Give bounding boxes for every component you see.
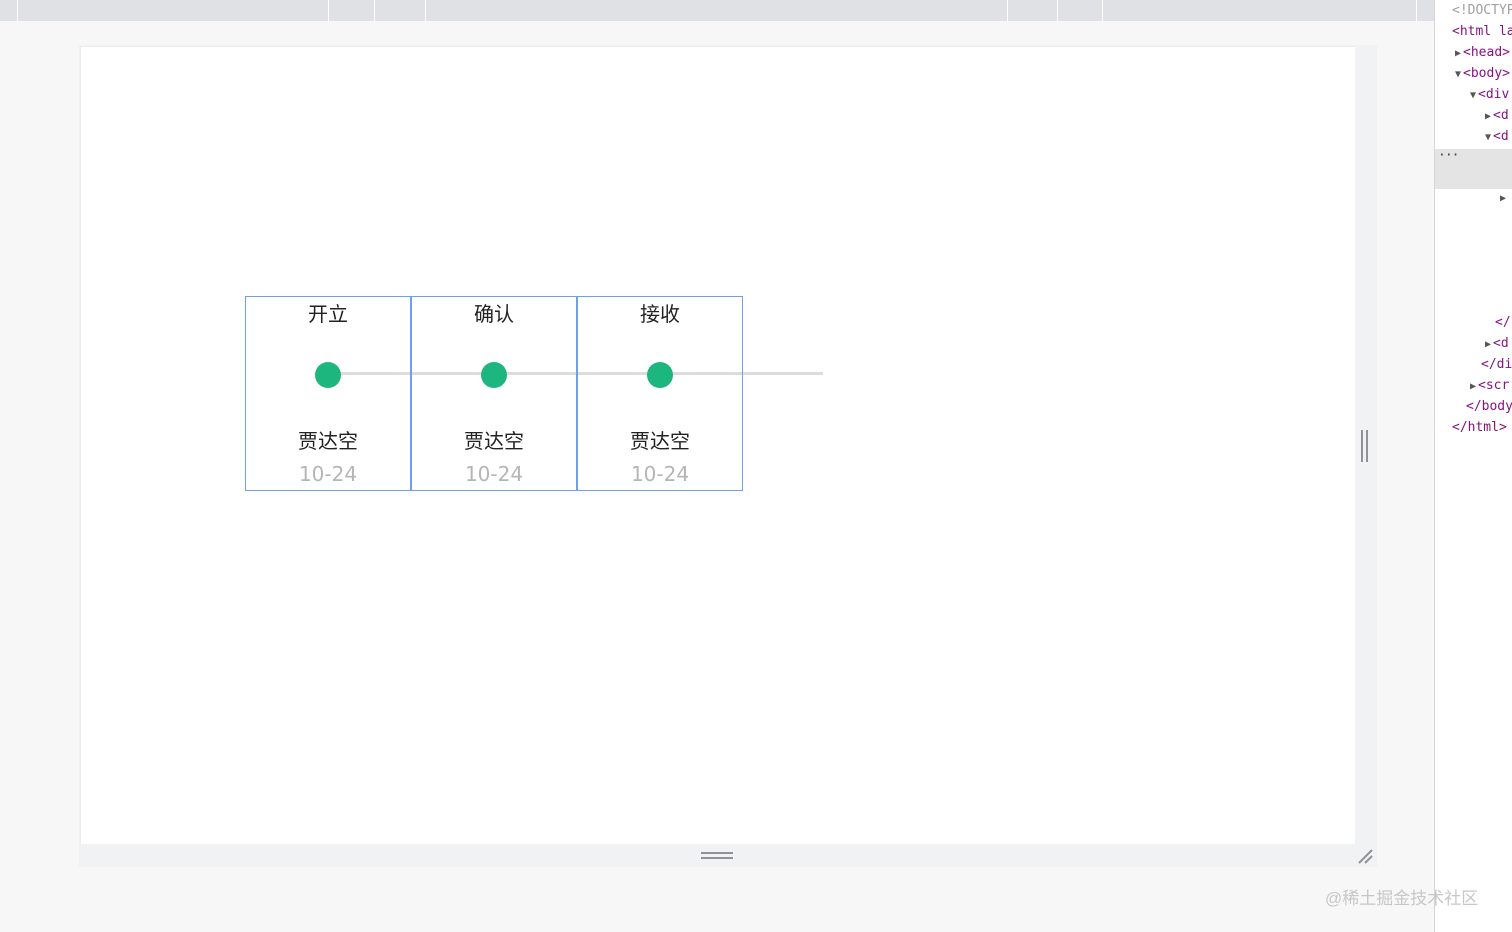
dom-node[interactable]: ▼<div <box>1470 86 1509 105</box>
toolbar-divider <box>1057 0 1058 21</box>
step-dot-icon <box>647 362 673 388</box>
step-date: 10-24 <box>464 462 524 486</box>
dom-node-label: </di <box>1481 357 1512 372</box>
timeline-step: 开立 贾达空 10-24 <box>245 296 411 491</box>
dom-node-label: <scr <box>1478 378 1510 393</box>
viewport-width-resize-handle[interactable] <box>1361 430 1369 462</box>
dom-node[interactable]: ▶ <box>1500 189 1508 208</box>
dom-node-fragment: | <box>1509 174 1512 188</box>
dom-node-fragment: | <box>1509 158 1512 172</box>
more-actions-icon[interactable]: ··· <box>1438 148 1460 163</box>
selected-node-highlight <box>1435 149 1512 189</box>
expand-arrow-icon[interactable]: ▶ <box>1485 339 1492 350</box>
timeline-step: 接收 贾达空 10-24 <box>577 296 743 491</box>
collapse-arrow-icon[interactable]: ▼ <box>1455 69 1462 80</box>
dom-node-label: <div <box>1478 87 1510 102</box>
dom-node-label: </ <box>1495 315 1511 330</box>
dom-node-label: <body> <box>1463 66 1510 81</box>
step-date: 10-24 <box>298 462 358 486</box>
dom-node-label: </html> <box>1452 420 1507 435</box>
toolbar-divider <box>374 0 375 21</box>
dom-node[interactable]: </html> <box>1452 419 1507 437</box>
dom-node[interactable]: ▶<d <box>1485 107 1509 126</box>
devtools-elements-panel: ··· <!DOCTYP <html la ▶<head> ▼<body> ▼<… <box>1434 0 1512 932</box>
dom-node-fragment: | <box>1510 240 1512 254</box>
expand-arrow-icon[interactable]: ▶ <box>1470 381 1477 392</box>
device-toolbar <box>0 0 1434 21</box>
dom-node-fragment: ' <box>1510 216 1512 230</box>
collapse-arrow-icon[interactable]: ▼ <box>1470 90 1477 101</box>
step-date: 10-24 <box>630 462 690 486</box>
step-title: 接收 <box>640 302 680 326</box>
dom-node[interactable]: </di <box>1481 356 1512 374</box>
toolbar-divider <box>1102 0 1103 21</box>
step-dot-icon <box>315 362 341 388</box>
dom-node[interactable]: <html la <box>1452 23 1512 41</box>
page-viewport <box>80 46 1355 844</box>
dom-node-label: <d <box>1493 129 1509 144</box>
toolbar-divider <box>1007 0 1008 21</box>
dom-node-fragment: | <box>1510 298 1512 312</box>
dom-node[interactable]: ▼<d <box>1485 128 1509 147</box>
step-operator: 贾达空 <box>298 429 358 453</box>
step-title: 开立 <box>308 302 348 326</box>
dom-node[interactable]: </body <box>1466 398 1512 416</box>
toolbar-divider <box>17 0 18 21</box>
dom-node-label: <d <box>1493 108 1509 123</box>
timeline-step: 确认 贾达空 10-24 <box>411 296 577 491</box>
dom-node[interactable]: ▶<d <box>1485 335 1509 354</box>
dom-node-label: <d <box>1493 336 1509 351</box>
step-dot-icon <box>481 362 507 388</box>
toolbar-divider <box>1416 0 1417 21</box>
expand-arrow-icon[interactable]: ▶ <box>1485 111 1492 122</box>
dom-node-label: <head> <box>1463 45 1510 60</box>
collapse-arrow-icon[interactable]: ▼ <box>1485 132 1492 143</box>
dom-node-fragment: | <box>1510 256 1512 270</box>
dom-node[interactable]: ▼<body> <box>1455 65 1510 84</box>
dom-node-label: </body <box>1466 399 1512 414</box>
dom-node[interactable]: ▶<head> <box>1455 44 1510 63</box>
viewport-corner-resize-icon[interactable] <box>1356 847 1374 865</box>
step-operator: 贾达空 <box>464 429 524 453</box>
expand-arrow-icon[interactable]: ▶ <box>1455 48 1462 59</box>
expand-arrow-icon[interactable]: ▶ <box>1500 193 1507 204</box>
dom-node-label: <html la <box>1452 24 1512 39</box>
timeline: 开立 贾达空 10-24 确认 贾达空 10-24 接收 贾达空 10-24 <box>245 296 845 492</box>
step-title: 确认 <box>474 302 514 326</box>
timeline-track <box>328 372 823 375</box>
watermark: @稀土掘金技术社区 <box>1325 889 1479 908</box>
step-operator: 贾达空 <box>630 429 690 453</box>
dom-node-fragment: | <box>1510 277 1512 291</box>
dom-node[interactable]: ▶<scr <box>1470 377 1509 396</box>
toolbar-divider <box>425 0 426 21</box>
dom-node-label: <!DOCTYP <box>1452 3 1512 18</box>
viewport-height-resize-handle[interactable] <box>701 852 733 860</box>
dom-node[interactable]: <!DOCTYP <box>1452 2 1512 20</box>
toolbar-divider <box>328 0 329 21</box>
dom-node[interactable]: </ <box>1495 314 1511 332</box>
